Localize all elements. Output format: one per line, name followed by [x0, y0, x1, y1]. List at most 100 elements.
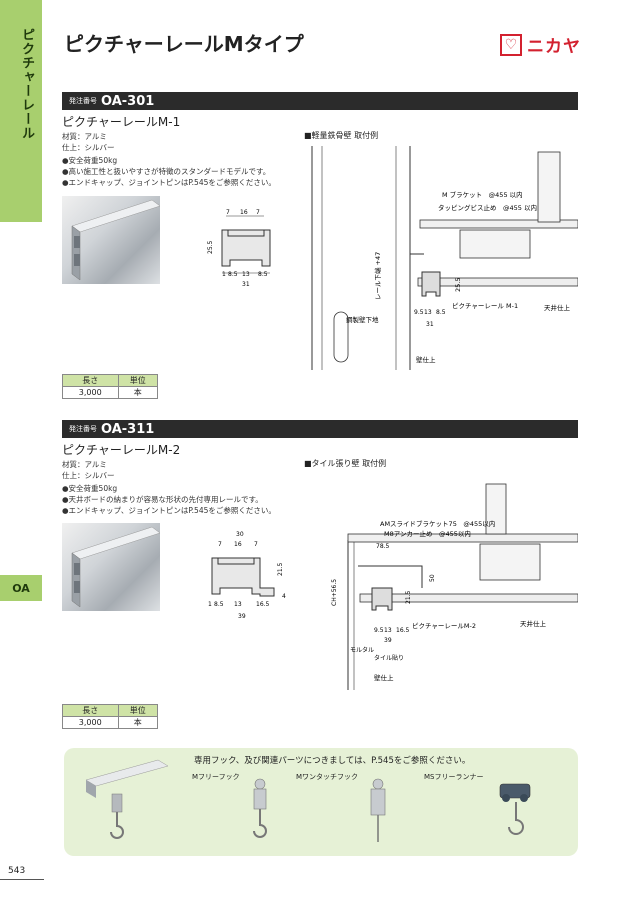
- diagram-title: ■軽量鉄骨壁 取付例: [304, 131, 379, 140]
- diagram-label: 天井仕上: [544, 303, 571, 312]
- table-cell: 本: [117, 716, 159, 729]
- side-index-label: OA: [0, 575, 42, 601]
- brand: ♡ ニカヤ: [500, 32, 581, 57]
- product-name: ピクチャーレールM-1: [62, 115, 181, 129]
- section-drawing-2: 30 7 16 7 21.5 4 1 8.5 13 16.5 39: [208, 531, 286, 620]
- table-header: 単位: [117, 704, 159, 717]
- product-name: ピクチャーレールM-2: [62, 443, 181, 457]
- diagram-label: ピクチャーレール M-1: [452, 302, 518, 310]
- one-touch-hook-icon: [370, 778, 386, 842]
- table-cell: 3,000: [62, 386, 119, 399]
- order-label: 発注番号: [69, 97, 97, 105]
- diagram-label: 壁仕上: [374, 673, 394, 682]
- diagram-label: M ブラケット @455 以内: [442, 190, 523, 199]
- dim-bottom: 8.5: [258, 271, 268, 278]
- dim-top-total: 30: [236, 531, 244, 538]
- table-cell: 本: [117, 386, 159, 399]
- diagram-label: 13: [384, 627, 392, 634]
- feature-item: ●エンドキャップ、ジョイントピンはP.545をご参照ください。: [62, 178, 276, 187]
- section-drawing-1: 7 16 7 25.5 1 8.5 13 8.5 31: [207, 209, 271, 288]
- page-number: 543: [8, 866, 26, 876]
- diagram-label: 21.5: [405, 590, 412, 604]
- diagram-2: AMスライドブラケット75 @455以内 M8アンカー止め @455以内 78.…: [331, 483, 578, 690]
- diagram-label: 78.5: [376, 543, 390, 550]
- diagram-label: モルタル: [350, 646, 374, 654]
- free-hook-icon: [253, 778, 267, 838]
- dim-total: 39: [238, 613, 246, 620]
- dim-top: 7: [218, 541, 222, 548]
- diagram-label: 鋼製壁下地: [346, 315, 379, 324]
- diagram-label: 16.5: [396, 627, 410, 634]
- table-header: 長さ: [62, 704, 119, 717]
- diagram-label: 壁仕上: [416, 355, 436, 364]
- dim-height: 21.5: [277, 562, 284, 576]
- diagram-label: 13: [424, 309, 432, 316]
- feature-item: ●安全荷重50kg: [62, 156, 118, 165]
- order-number: OA-311: [101, 421, 155, 437]
- rail-with-hook-icon: [85, 759, 169, 839]
- diagram-label: ピクチャーレールM-2: [412, 622, 476, 630]
- diagram-label: 8.5: [436, 309, 446, 316]
- diagram-label: タッピングビス止め @455 以内: [438, 203, 537, 212]
- diagram-label: 9.5: [374, 627, 384, 634]
- heart-logo-icon: ♡: [500, 33, 522, 56]
- page-number-rule: [0, 879, 44, 880]
- dim-top: 16: [234, 541, 242, 548]
- accessory-label: Mワンタッチフック: [296, 773, 359, 781]
- diagram-label: 天井仕上: [520, 619, 547, 628]
- table-header: 長さ: [62, 374, 119, 387]
- diagram-title: ■タイル張り壁 取付例: [304, 459, 387, 468]
- diagram-label: CH+56.5: [331, 579, 338, 606]
- free-runner-icon: [499, 783, 531, 835]
- accessories-note: 専用フック、及び関連パーツにつきましては、P.545をご参照ください。: [194, 756, 471, 766]
- diagram-1: M ブラケット @455 以内 タッピングビス止め @455 以内 レール下端 …: [311, 146, 578, 370]
- diagram-label: レール下端 +47: [373, 252, 382, 300]
- feature-item: ●エンドキャップ、ジョイントピンはP.545をご参照ください。: [62, 506, 276, 515]
- dim-bottom: 13: [234, 601, 242, 608]
- brand-name: ニカヤ: [527, 37, 581, 57]
- table-cell: 3,000: [62, 716, 119, 729]
- dim-bottom: 8.5: [214, 601, 224, 608]
- feature-item: ●高い施工性と扱いやすさが特徴のスタンダードモデルです。: [62, 167, 271, 176]
- material: 材質：アルミ: [62, 460, 107, 469]
- rail-photo: [62, 523, 161, 611]
- order-bar-1: 発注番号 OA-301: [62, 92, 578, 110]
- dim-height: 25.5: [207, 240, 214, 254]
- diagram-label: 39: [384, 637, 392, 644]
- table-header: 単位: [117, 374, 159, 387]
- order-bar-2: 発注番号 OA-311: [62, 420, 578, 438]
- dim-top: 7: [256, 209, 260, 216]
- dim-top: 7: [254, 541, 258, 548]
- diagram-label: AMスライドブラケット75 @455以内: [380, 519, 495, 528]
- rail-photo: [62, 196, 161, 284]
- feature-item: ●天井ボードの納まりが容易な形状の先付専用レールです。: [62, 495, 263, 504]
- dim-bottom: 1: [208, 601, 212, 608]
- dim-side: 4: [282, 593, 286, 600]
- side-tab-title: ピクチャーレール: [19, 28, 34, 140]
- dim-total: 31: [242, 281, 250, 288]
- diagram-label: 9.5: [414, 309, 424, 316]
- dim-bottom: 1: [222, 271, 226, 278]
- diagram-label: 50: [429, 574, 436, 582]
- finish: 仕上：シルバー: [62, 143, 115, 152]
- page-title: ピクチャーレールMタイプ: [64, 32, 304, 56]
- dim-bottom: 16.5: [256, 601, 270, 608]
- order-number: OA-301: [101, 93, 155, 109]
- dim-top: 7: [226, 209, 230, 216]
- dim-bottom: 13: [242, 271, 250, 278]
- material: 材質：アルミ: [62, 132, 107, 141]
- dim-bottom: 8.5: [228, 271, 238, 278]
- side-tab: [0, 0, 42, 222]
- dim-top: 16: [240, 209, 248, 216]
- accessory-label: MSフリーランナー: [424, 773, 484, 781]
- finish: 仕上：シルバー: [62, 471, 115, 480]
- order-label: 発注番号: [69, 425, 97, 433]
- feature-item: ●安全荷重50kg: [62, 484, 118, 493]
- diagram-label: 25.5: [454, 278, 462, 292]
- diagram-label: タイル貼り: [374, 654, 404, 662]
- diagram-label: M8アンカー止め @455以内: [384, 529, 471, 538]
- accessory-label: Mフリーフック: [192, 773, 240, 781]
- diagram-label: 31: [426, 321, 434, 328]
